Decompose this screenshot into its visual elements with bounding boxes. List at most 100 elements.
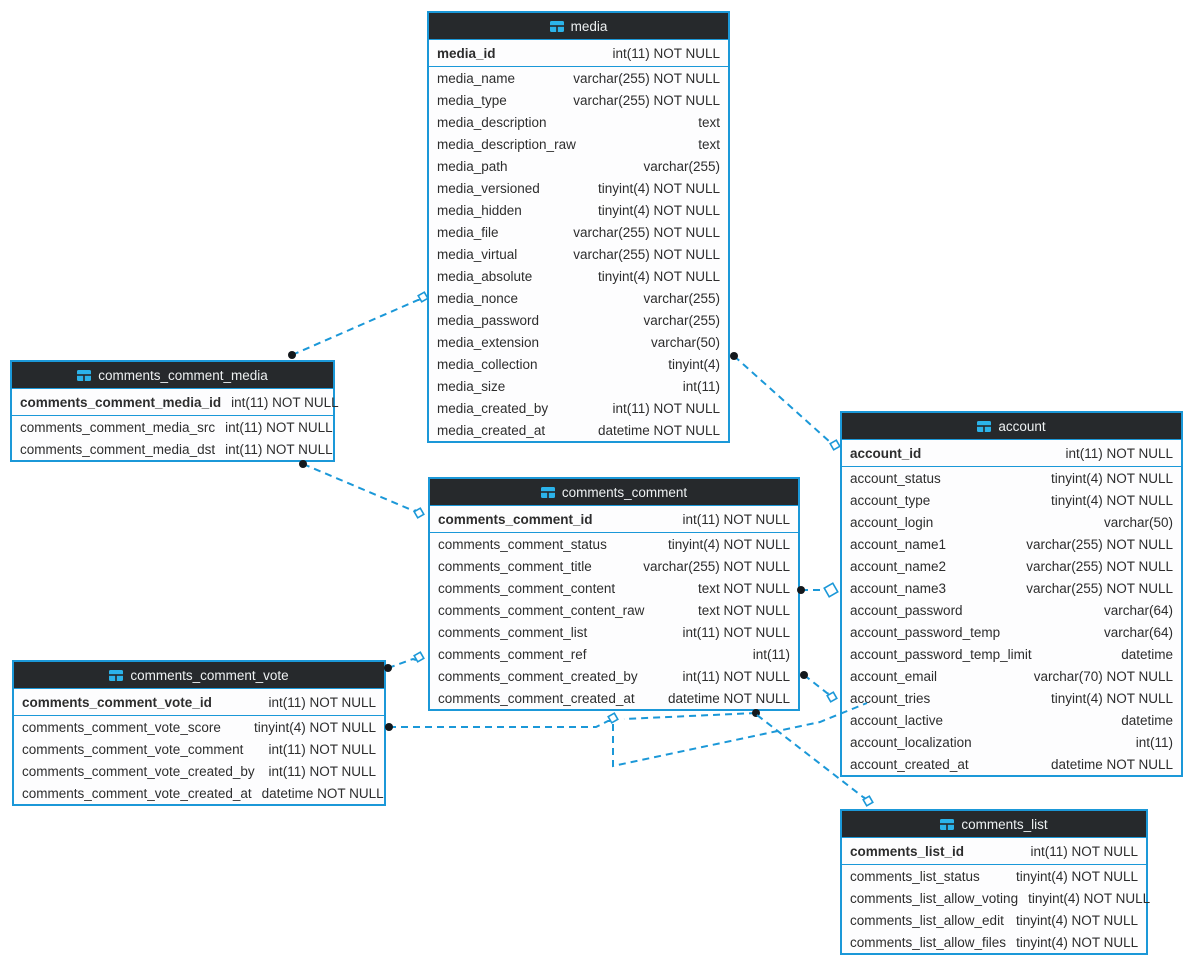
column-row-account_status[interactable]: account_status tinyint(4) NOT NULL xyxy=(842,467,1181,489)
column-row-media_password[interactable]: media_password varchar(255) xyxy=(429,309,728,331)
column-row-media_size[interactable]: media_size int(11) xyxy=(429,375,728,397)
column-row-account_lactive[interactable]: account_lactive datetime xyxy=(842,709,1181,731)
column-row-account_email[interactable]: account_email varchar(70) NOT NULL xyxy=(842,665,1181,687)
column-row-comments_comment_created_by[interactable]: comments_comment_created_by int(11) NOT … xyxy=(430,665,798,687)
column-type: varchar(50) xyxy=(650,334,720,350)
column-row-media_collection[interactable]: media_collection tinyint(4) xyxy=(429,353,728,375)
rel-comments_comment_vote-comments_comment-bottom xyxy=(385,712,619,731)
column-name: account_id xyxy=(850,445,922,461)
table-header[interactable]: comments_comment xyxy=(430,479,798,506)
column-row-comments_comment_media_id[interactable]: comments_comment_media_id int(11) NOT NU… xyxy=(12,389,339,416)
table-header[interactable]: comments_comment_media xyxy=(12,362,333,389)
column-row-comments_comment_vote_id[interactable]: comments_comment_vote_id int(11) NOT NUL… xyxy=(14,689,384,716)
column-row-comments_comment_vote_comment[interactable]: comments_comment_vote_comment int(11) NO… xyxy=(14,738,384,760)
column-name: account_password xyxy=(850,602,963,618)
column-row-media_nonce[interactable]: media_nonce varchar(255) xyxy=(429,287,728,309)
column-name: comments_comment_content xyxy=(438,580,616,596)
db-table-account[interactable]: account account_id int(11) NOT NULL acco… xyxy=(840,411,1183,777)
column-row-comments_comment_vote_created_by[interactable]: comments_comment_vote_created_by int(11)… xyxy=(14,760,384,782)
column-type: text xyxy=(698,114,720,130)
db-table-comments_list[interactable]: comments_list comments_list_id int(11) N… xyxy=(840,809,1150,955)
db-table-comments_comment_media[interactable]: comments_comment_media comments_comment_… xyxy=(10,360,339,462)
column-row-comments_comment_title[interactable]: comments_comment_title varchar(255) NOT … xyxy=(430,555,798,577)
column-row-account_type[interactable]: account_type tinyint(4) NOT NULL xyxy=(842,489,1181,511)
column-row-account_id[interactable]: account_id int(11) NOT NULL xyxy=(842,440,1181,467)
table-header[interactable]: account xyxy=(842,413,1181,440)
column-row-account_login[interactable]: account_login varchar(50) xyxy=(842,511,1181,533)
column-row-comments_comment_id[interactable]: comments_comment_id int(11) NOT NULL xyxy=(430,506,798,533)
column-name: account_tries xyxy=(850,690,931,706)
column-row-comments_comment_media_src[interactable]: comments_comment_media_src int(11) NOT N… xyxy=(12,416,333,438)
column-type: tinyint(4) NOT NULL xyxy=(253,719,376,735)
column-row-account_password_temp[interactable]: account_password_temp varchar(64) xyxy=(842,621,1181,643)
column-row-account_password_temp_limit[interactable]: account_password_temp_limit datetime xyxy=(842,643,1181,665)
table-header[interactable]: comments_list xyxy=(842,811,1146,838)
table-header[interactable]: media xyxy=(429,13,728,40)
column-row-media_description_raw[interactable]: media_description_raw text xyxy=(429,133,728,155)
column-name: media_collection xyxy=(437,356,538,372)
column-type: int(11) NOT NULL xyxy=(231,394,339,410)
rel-comments_comment_vote-comments_comment xyxy=(384,651,425,672)
column-row-media_virtual[interactable]: media_virtual varchar(255) NOT NULL xyxy=(429,243,728,265)
column-row-media_description[interactable]: media_description text xyxy=(429,111,728,133)
column-row-media_name[interactable]: media_name varchar(255) NOT NULL xyxy=(429,67,728,89)
db-table-comments_comment[interactable]: comments_comment comments_comment_id int… xyxy=(428,477,800,711)
column-name: media_description xyxy=(437,114,547,130)
column-row-account_tries[interactable]: account_tries tinyint(4) NOT NULL xyxy=(842,687,1181,709)
column-row-comments_list_allow_edit[interactable]: comments_list_allow_edit tinyint(4) NOT … xyxy=(842,909,1146,931)
column-name: comments_comment_list xyxy=(438,624,588,640)
column-row-comments_comment_content[interactable]: comments_comment_content text NOT NULL xyxy=(430,577,798,599)
column-row-comments_comment_ref[interactable]: comments_comment_ref int(11) xyxy=(430,643,798,665)
column-row-comments_comment_media_dst[interactable]: comments_comment_media_dst int(11) NOT N… xyxy=(12,438,333,460)
db-table-media[interactable]: media media_id int(11) NOT NULL media_na… xyxy=(427,11,730,443)
column-row-comments_list_allow_files[interactable]: comments_list_allow_files tinyint(4) NOT… xyxy=(842,931,1146,953)
column-row-account_name2[interactable]: account_name2 varchar(255) NOT NULL xyxy=(842,555,1181,577)
column-row-media_created_at[interactable]: media_created_at datetime NOT NULL xyxy=(429,419,728,441)
column-type: tinyint(4) NOT NULL xyxy=(597,202,720,218)
column-row-media_extension[interactable]: media_extension varchar(50) xyxy=(429,331,728,353)
column-row-media_absolute[interactable]: media_absolute tinyint(4) NOT NULL xyxy=(429,265,728,287)
column-name: account_type xyxy=(850,492,931,508)
column-type: int(11) xyxy=(682,378,720,394)
column-type: int(11) NOT NULL xyxy=(1065,445,1173,461)
column-row-media_type[interactable]: media_type varchar(255) NOT NULL xyxy=(429,89,728,111)
column-row-comments_list_status[interactable]: comments_list_status tinyint(4) NOT NULL xyxy=(842,865,1146,887)
column-name: media_absolute xyxy=(437,268,533,284)
column-row-media_hidden[interactable]: media_hidden tinyint(4) NOT NULL xyxy=(429,199,728,221)
column-name: media_created_by xyxy=(437,400,549,416)
column-type: varchar(50) xyxy=(1103,514,1173,530)
column-name: comments_comment_content_raw xyxy=(438,602,645,618)
column-row-comments_comment_vote_created_at[interactable]: comments_comment_vote_created_at datetim… xyxy=(14,782,384,804)
column-row-media_path[interactable]: media_path varchar(255) xyxy=(429,155,728,177)
column-row-media_versioned[interactable]: media_versioned tinyint(4) NOT NULL xyxy=(429,177,728,199)
column-row-account_created_at[interactable]: account_created_at datetime NOT NULL xyxy=(842,753,1181,775)
column-row-comments_comment_list[interactable]: comments_comment_list int(11) NOT NULL xyxy=(430,621,798,643)
column-type: varchar(255) NOT NULL xyxy=(1026,558,1173,574)
column-type: varchar(70) NOT NULL xyxy=(1033,668,1173,684)
column-name: account_created_at xyxy=(850,756,969,772)
column-row-account_name3[interactable]: account_name3 varchar(255) NOT NULL xyxy=(842,577,1181,599)
column-row-comments_comment_created_at[interactable]: comments_comment_created_at datetime NOT… xyxy=(430,687,798,709)
column-row-comments_comment_vote_score[interactable]: comments_comment_vote_score tinyint(4) N… xyxy=(14,716,384,738)
column-row-comments_list_id[interactable]: comments_list_id int(11) NOT NULL xyxy=(842,838,1146,865)
table-title: comments_comment xyxy=(561,484,688,500)
column-row-media_id[interactable]: media_id int(11) NOT NULL xyxy=(429,40,728,67)
column-type: int(11) xyxy=(752,646,790,662)
column-row-comments_comment_status[interactable]: comments_comment_status tinyint(4) NOT N… xyxy=(430,533,798,555)
rel-elbow-to-account xyxy=(612,702,868,768)
table-grid-icon xyxy=(109,669,124,681)
table-header[interactable]: comments_comment_vote xyxy=(14,662,384,689)
rel-comments_comment-account-lower xyxy=(800,671,838,703)
column-name: account_password_temp_limit xyxy=(850,646,1032,662)
column-type: tinyint(4) NOT NULL xyxy=(597,180,720,196)
column-row-comments_list_allow_voting[interactable]: comments_list_allow_voting tinyint(4) NO… xyxy=(842,887,1150,909)
db-table-comments_comment_vote[interactable]: comments_comment_vote comments_comment_v… xyxy=(12,660,386,806)
column-name: media_file xyxy=(437,224,499,240)
column-row-comments_comment_content_raw[interactable]: comments_comment_content_raw text NOT NU… xyxy=(430,599,798,621)
column-row-account_localization[interactable]: account_localization int(11) xyxy=(842,731,1181,753)
column-row-account_password[interactable]: account_password varchar(64) xyxy=(842,599,1181,621)
column-type: tinyint(4) NOT NULL xyxy=(1015,868,1138,884)
column-row-account_name1[interactable]: account_name1 varchar(255) NOT NULL xyxy=(842,533,1181,555)
column-row-media_file[interactable]: media_file varchar(255) NOT NULL xyxy=(429,221,728,243)
column-row-media_created_by[interactable]: media_created_by int(11) NOT NULL xyxy=(429,397,728,419)
